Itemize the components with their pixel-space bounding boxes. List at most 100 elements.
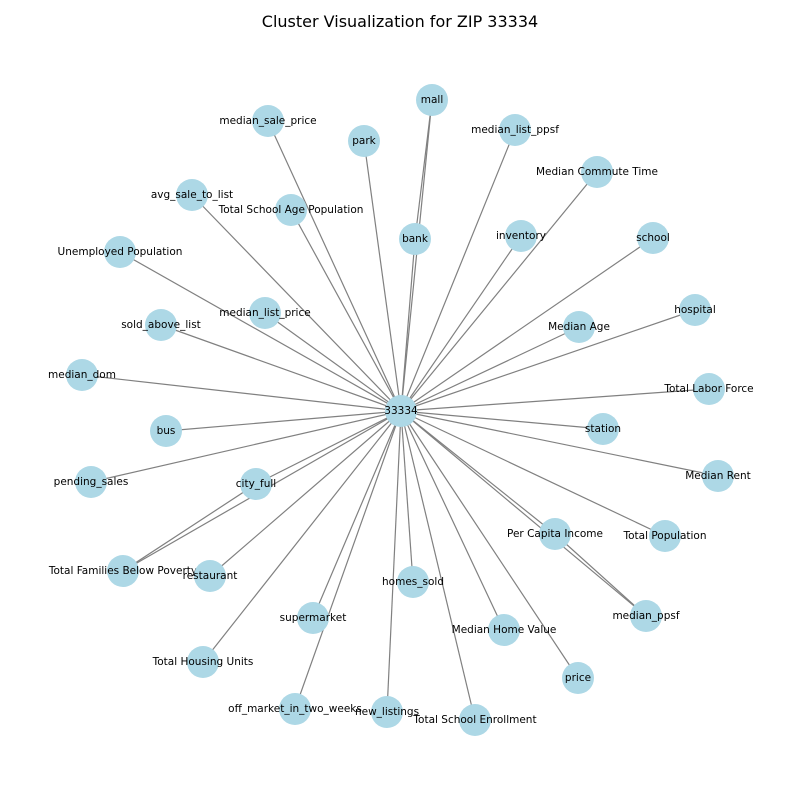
node-label: school <box>636 232 670 244</box>
edge-bank-mall <box>414 99 433 240</box>
node-label: Total Housing Units <box>152 656 254 668</box>
node-label: Total Families Below Poverty <box>48 565 197 577</box>
edge-33334-total-labor-force <box>400 388 710 412</box>
node-total-labor-force: Total Labor Force <box>663 373 754 405</box>
edge-33334-park <box>363 140 402 412</box>
node-label: median_dom <box>48 369 116 381</box>
edge-33334-bank <box>400 238 416 412</box>
node-median-age: Median Age <box>548 311 610 343</box>
edge-33334-median-commute-time <box>400 171 598 412</box>
node-circle <box>187 646 219 678</box>
edge-33334-school <box>400 237 654 412</box>
node-park: park <box>348 125 380 157</box>
node-label: Per Capita Income <box>507 528 603 540</box>
edge-33334-median-ppsf <box>400 410 647 617</box>
node-circle <box>539 518 571 550</box>
node-label: bank <box>402 233 429 245</box>
node-label: mall <box>421 94 444 106</box>
node-label: sold_above_list <box>121 319 201 331</box>
edge-per-capita-income-median-ppsf <box>554 533 647 617</box>
node-median-ppsf: median_ppsf <box>612 600 680 632</box>
node-supermarket: supermarket <box>280 602 346 634</box>
edge-33334-city-full <box>255 410 402 485</box>
node-circle <box>488 614 520 646</box>
edge-33334-median-list-ppsf <box>400 129 516 412</box>
node-circle <box>145 309 177 341</box>
node-label: Median Age <box>548 321 610 333</box>
edge-33334-supermarket <box>312 410 402 619</box>
node-circle <box>66 359 98 391</box>
node-circle <box>275 194 307 226</box>
edge-33334-unemployed-population <box>119 251 402 412</box>
node-label: restaurant <box>183 570 238 582</box>
node-bank: bank <box>399 223 431 255</box>
node-inventory: inventory <box>496 220 546 252</box>
node-circle <box>348 125 380 157</box>
edge-33334-median-age <box>400 326 580 412</box>
node-circle <box>240 468 272 500</box>
node-circle <box>176 179 208 211</box>
node-circle <box>459 704 491 736</box>
node-median-sale-price: median_sale_price <box>219 105 317 137</box>
edge-33334-pending-sales <box>90 410 402 483</box>
edge-33334-median-list-price <box>264 312 402 412</box>
node-total-families-below-poverty: Total Families Below Poverty <box>48 555 197 587</box>
node-label: Total Population <box>622 530 706 542</box>
node-hospital: hospital <box>674 294 716 326</box>
node-label: inventory <box>496 230 546 242</box>
node-circle <box>399 223 431 255</box>
node-circle <box>397 566 429 598</box>
node-price: price <box>562 662 594 694</box>
edge-33334-inventory <box>400 235 522 412</box>
node-label: Median Rent <box>685 470 751 482</box>
node-circle <box>75 466 107 498</box>
edge-33334-median-rent <box>400 410 719 477</box>
node-circle <box>371 696 403 728</box>
node-total-school-age-population: Total School Age Population <box>218 194 363 226</box>
node-label: station <box>585 423 621 435</box>
node-label: park <box>352 135 376 147</box>
edge-33334-median-sale-price <box>267 120 402 412</box>
node-label: median_sale_price <box>219 115 316 127</box>
node-median-home-value: Median Home Value <box>452 614 556 646</box>
node-sold-above-list: sold_above_list <box>121 309 201 341</box>
edge-33334-restaurant <box>209 410 402 577</box>
node-circle <box>563 311 595 343</box>
node-circle <box>637 222 669 254</box>
edge-33334-sold-above-list <box>160 324 402 412</box>
node-circle <box>505 220 537 252</box>
node-median-list-ppsf: median_list_ppsf <box>471 114 559 146</box>
edge-33334-new-listings <box>386 410 402 713</box>
node-circle <box>499 114 531 146</box>
node-label: Unemployed Population <box>58 246 183 258</box>
node-label: off_market_in_two_weeks <box>228 703 362 715</box>
node-circle <box>297 602 329 634</box>
edge-33334-per-capita-income <box>400 410 556 535</box>
node-pending-sales: pending_sales <box>54 466 129 498</box>
node-restaurant: restaurant <box>183 560 238 592</box>
node-label: Total Labor Force <box>663 383 753 395</box>
node-label: median_list_price <box>219 307 310 319</box>
node-label: hospital <box>674 304 716 316</box>
edge-33334-total-housing-units <box>202 410 402 663</box>
node-label: median_list_ppsf <box>471 124 559 136</box>
node-school: school <box>636 222 670 254</box>
node-label: homes_sold <box>382 576 444 588</box>
edge-33334-bus <box>165 410 402 432</box>
node-label: 33334 <box>384 405 418 417</box>
node-total-school-enrollment: Total School Enrollment <box>412 704 537 736</box>
node-total-housing-units: Total Housing Units <box>152 646 254 678</box>
node-label: Total School Enrollment <box>412 714 536 726</box>
node-33334: 33334 <box>384 395 418 427</box>
node-label: pending_sales <box>54 476 129 488</box>
node-bus: bus <box>150 415 182 447</box>
node-circle <box>385 395 417 427</box>
edge-33334-mall <box>400 99 433 412</box>
node-circle <box>581 156 613 188</box>
edge-33334-off-market-in-two-weeks <box>294 410 402 710</box>
node-circle <box>649 520 681 552</box>
node-median-commute-time: Median Commute Time <box>536 156 658 188</box>
node-circle <box>107 555 139 587</box>
node-median-rent: Median Rent <box>685 460 751 492</box>
node-circle <box>562 662 594 694</box>
